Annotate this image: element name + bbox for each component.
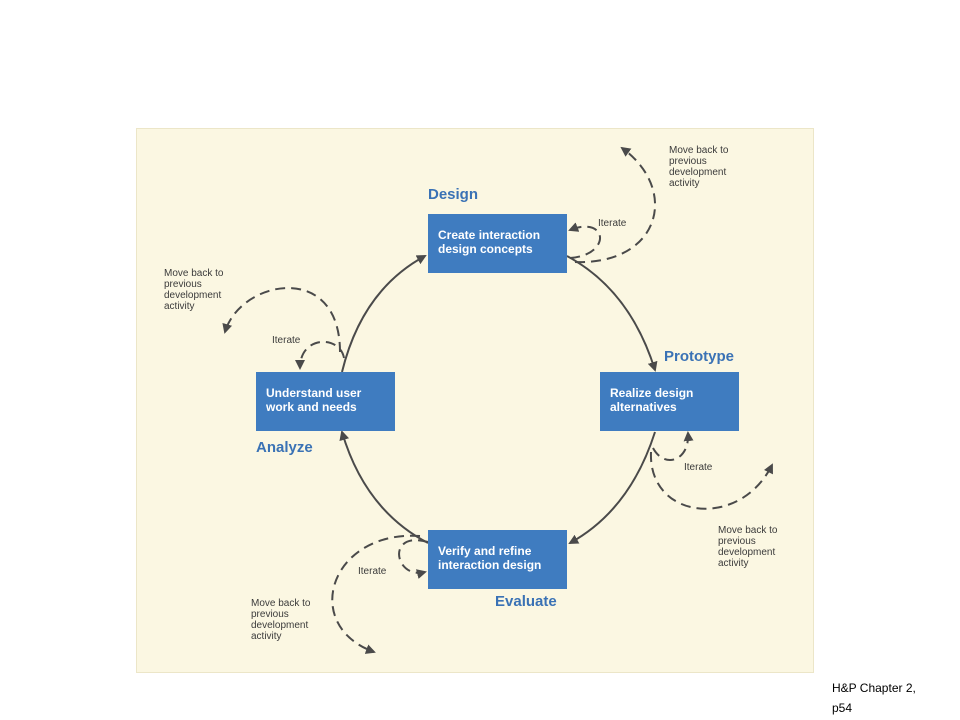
phase-prototype-label: Prototype [664, 348, 735, 365]
analyze-move-back-label: Move back to previous development activi… [164, 268, 224, 312]
arc-prototype-to-evaluate [568, 431, 656, 544]
phase-design-label: Design [428, 186, 479, 203]
prototype-move-back-label: Move back to previous development activi… [718, 525, 778, 569]
arc-evaluate-to-analyze [339, 430, 429, 544]
design-move-back-label: Move back to previous development activi… [669, 145, 729, 189]
source-caption: H&P Chapter 2, p54 [832, 681, 916, 715]
phase-analyze-label: Analyze [256, 439, 313, 456]
analyze-iterate-label: Iterate [272, 335, 301, 346]
evaluate-iterate-label: Iterate [358, 566, 387, 577]
prototype-box: Realize design alternatives [600, 372, 739, 431]
analyze-box: Understand user work and needs [256, 372, 395, 431]
prototype-iterate-label: Iterate [684, 462, 713, 473]
design-iterate-loop [568, 222, 601, 259]
phase-evaluate-label: Evaluate [495, 593, 557, 610]
prototype-move-back [649, 451, 773, 510]
design-move-back [574, 146, 657, 264]
prototype-iterate-loop [652, 431, 694, 461]
evaluate-move-back-label: Move back to previous development activi… [251, 598, 311, 642]
arc-analyze-to-design [341, 255, 427, 373]
design-box: Create interaction design concepts [428, 214, 567, 273]
evaluate-iterate-loop [398, 539, 429, 579]
analyze-iterate-loop [295, 341, 345, 370]
evaluate-move-back [331, 534, 421, 654]
evaluate-box: Verify and refine interaction design [428, 530, 567, 589]
arc-design-to-prototype [566, 255, 658, 372]
design-iterate-label: Iterate [598, 218, 627, 229]
